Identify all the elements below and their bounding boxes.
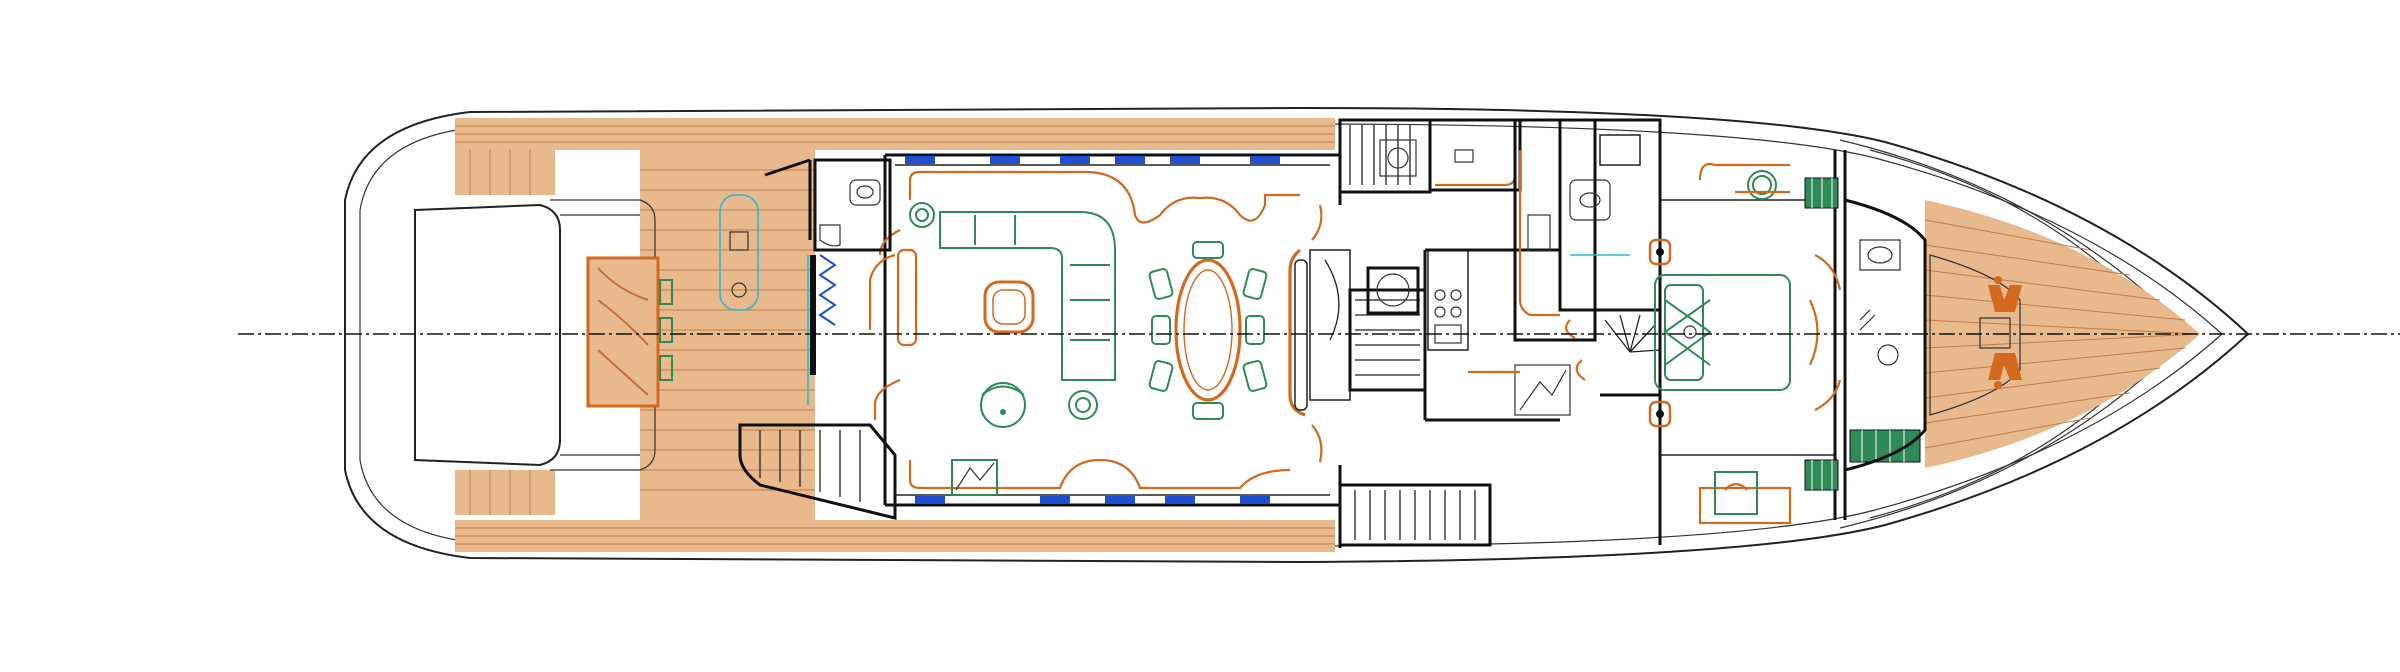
side-door-stairs-bottom <box>1338 483 1492 547</box>
salon-side-planter <box>909 202 935 228</box>
vip-wardrobes <box>1804 177 1921 491</box>
aft-side-deck-top <box>455 118 1335 150</box>
aft-dining-table <box>586 256 673 408</box>
aft-side-deck-bottom <box>455 520 1335 552</box>
wet-bar-counter <box>719 194 759 311</box>
foredeck-sunpad <box>1929 254 2021 416</box>
aft-cockpit-deck <box>640 150 815 520</box>
dining-chairs <box>1148 241 1268 420</box>
salon-cabinet <box>951 459 998 496</box>
vip-bedside-tables <box>1648 238 1672 428</box>
swim-platform-steps <box>455 150 555 515</box>
vip-dresser-bottom <box>1698 471 1792 525</box>
foredeck-winches <box>1988 276 2022 389</box>
day-head <box>813 158 892 252</box>
vip-bed <box>1654 274 1791 391</box>
dining-table <box>1174 258 1242 402</box>
spiral-stairs <box>1575 308 1662 397</box>
forward-head <box>1844 198 1927 472</box>
aft-stairs <box>738 423 897 520</box>
guest-head-forward <box>1558 118 1662 312</box>
vip-vanity-top <box>1698 162 1790 200</box>
salon-round-stool <box>1068 390 1098 420</box>
salon-windows-top <box>905 156 1280 164</box>
galley-walls <box>1423 248 1571 422</box>
salon-coffee-table <box>983 280 1035 334</box>
vip-doors <box>1808 254 1842 411</box>
dining-sideboards <box>1288 204 1323 463</box>
salon-door-glass <box>807 254 837 405</box>
salon-windows-bottom <box>915 496 1270 504</box>
side-door-stairs-top <box>1338 118 1432 194</box>
salon-perimeter-furniture <box>868 170 1300 490</box>
pantry-forward-top <box>1428 118 1522 192</box>
salon-armchair <box>980 382 1026 428</box>
crew-stair-corridor <box>1513 118 1597 342</box>
salon-l-sofa <box>896 211 1116 381</box>
